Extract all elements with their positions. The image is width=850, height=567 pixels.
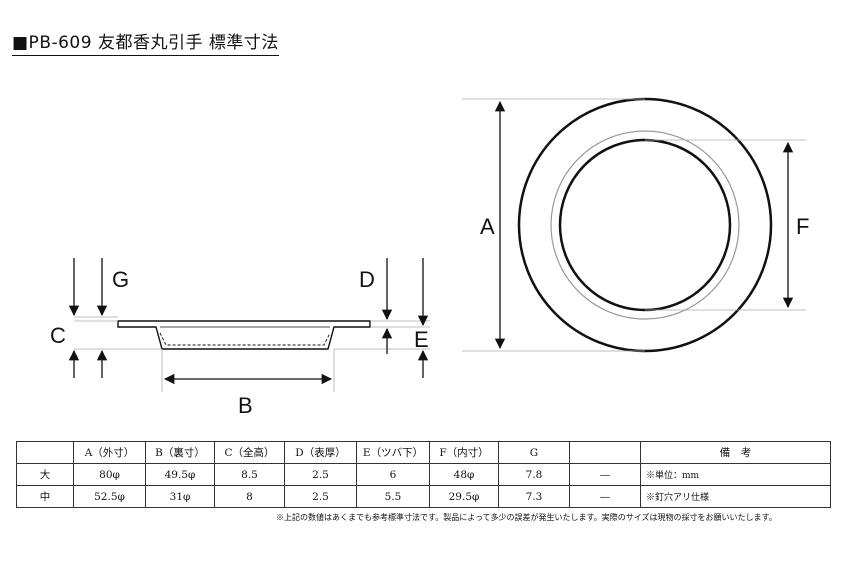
header-cell: F（内寸） (429, 441, 499, 464)
table-row: 大 80φ 49.5φ 8.5 2.5 6 48φ 7.8 — ※単位：mm (16, 463, 831, 486)
value-cell: — (569, 485, 641, 508)
header-cell: A（外寸） (73, 441, 146, 464)
table-row: 中 52.5φ 31φ 8 2.5 5.5 29.5φ 7.3 — ※釘穴アリ仕… (16, 485, 831, 508)
value-cell: 80φ (73, 463, 146, 486)
value-cell: 31φ (145, 485, 215, 508)
value-cell: 2.5 (284, 463, 357, 486)
value-cell: 52.5φ (73, 485, 146, 508)
label-e: E (414, 327, 429, 352)
value-cell: 8.5 (214, 463, 285, 486)
label-d: D (359, 267, 375, 292)
label-a: A (480, 214, 495, 239)
value-cell: 29.5φ (429, 485, 499, 508)
rim-inner-edge-circle (550, 130, 740, 320)
header-cell: C（全高） (214, 441, 285, 464)
label-g: G (112, 267, 129, 292)
value-cell: 7.8 (498, 463, 570, 486)
header-cell: G (498, 441, 570, 464)
label-b: B (238, 393, 253, 418)
spec-table: A（外寸） B（裏寸） C（全高） D（表厚） E（ツバ下） F（内寸） G 備… (16, 441, 831, 508)
note-cell: ※単位：mm (640, 463, 831, 486)
header-cell (569, 441, 641, 464)
inner-opening-circle (558, 138, 732, 312)
header-cell: D（表厚） (284, 441, 357, 464)
value-cell: 8 (214, 485, 285, 508)
header-cell: E（ツバ下） (356, 441, 430, 464)
flange-profile (117, 320, 371, 350)
size-cell: 大 (16, 463, 74, 486)
label-c: C (50, 323, 66, 348)
page-title: ■PB-609 友都香丸引手 標準寸法 (12, 28, 279, 56)
dimension-drawing: A F C G D E (50, 97, 809, 418)
table-header-row: A（外寸） B（裏寸） C（全高） D（表厚） E（ツバ下） F（内寸） G 備… (16, 441, 831, 464)
size-cell: 中 (16, 485, 74, 508)
side-view: C G D E B (50, 258, 430, 418)
note-cell: ※釘穴アリ仕様 (640, 485, 831, 508)
value-cell: 6 (356, 463, 430, 486)
value-cell: 2.5 (284, 485, 357, 508)
value-cell: 49.5φ (145, 463, 215, 486)
footnote: ※上記の数値はあくまでも参考標準寸法です。製品によって多少の誤差が発生いたします… (276, 513, 777, 522)
label-f: F (796, 214, 809, 239)
value-cell: 48φ (429, 463, 499, 486)
top-view: A F (462, 97, 809, 353)
value-cell: 5.5 (356, 485, 430, 508)
header-cell (16, 441, 74, 464)
header-cell-remarks: 備 考 (640, 441, 831, 464)
value-cell: — (569, 463, 641, 486)
header-cell: B（裏寸） (145, 441, 215, 464)
bowl-inner-dashed (159, 332, 331, 346)
outer-rim-circle (517, 97, 773, 353)
value-cell: 7.3 (498, 485, 570, 508)
